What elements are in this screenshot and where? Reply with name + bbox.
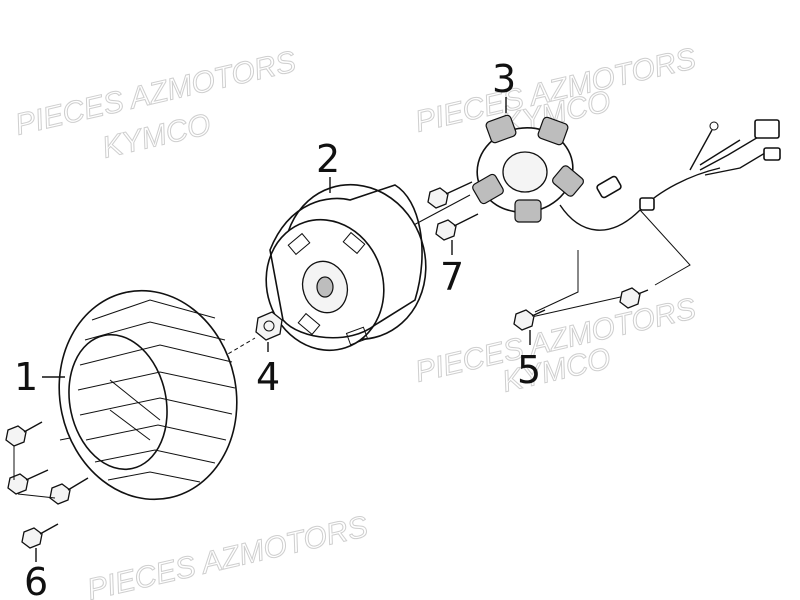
- callout-2: 2: [316, 137, 340, 181]
- cooling-fan: [58, 289, 238, 501]
- flywheel-rotor: [265, 183, 427, 352]
- stator-mounting-bolts: [427, 181, 479, 241]
- callout-1: 1: [14, 355, 38, 399]
- flywheel-nut: [255, 311, 283, 341]
- callout-7: 7: [440, 255, 464, 299]
- callout-6: 6: [24, 560, 48, 600]
- leader-lines: [35, 97, 531, 562]
- callout-labels: 1 2 3 4 5 6 7: [14, 57, 541, 600]
- fan-mounting-bolts: [5, 421, 89, 549]
- callout-5: 5: [517, 348, 541, 392]
- callout-4: 4: [256, 355, 280, 399]
- wire-clamp-bolts: [513, 287, 649, 331]
- stator-coil: [472, 114, 781, 231]
- watermark-text: PIECES AZMOTORS: [84, 510, 371, 600]
- callout-3: 3: [492, 57, 516, 101]
